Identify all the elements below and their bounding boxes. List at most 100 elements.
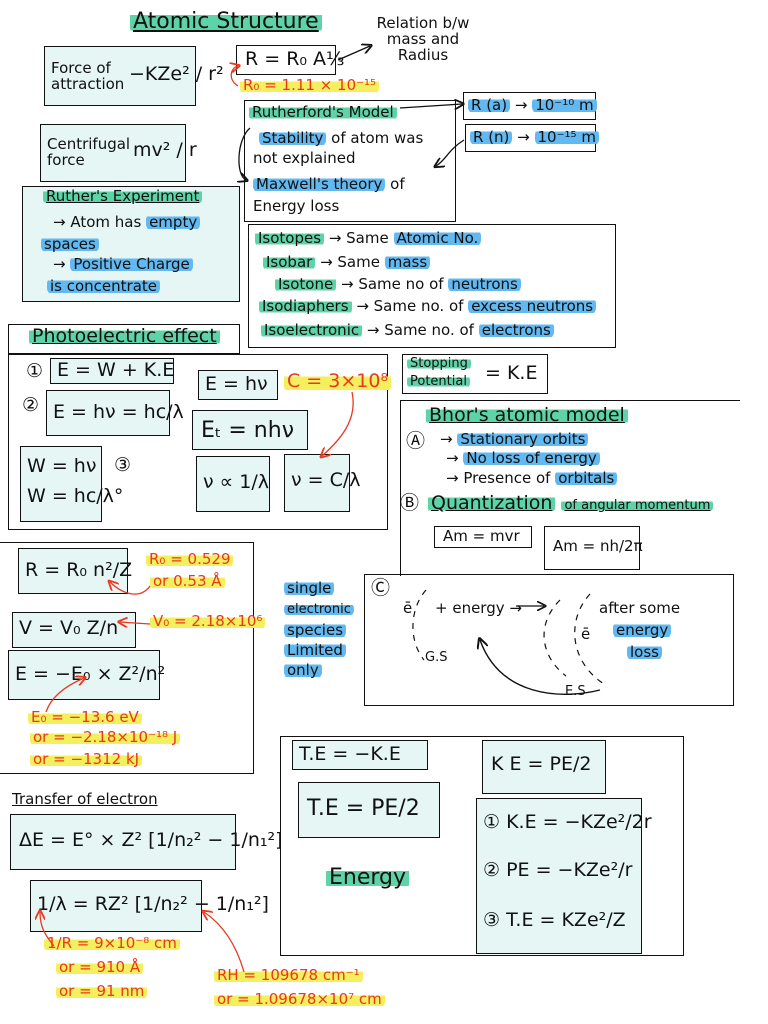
- pe-num-2: ②: [22, 394, 40, 416]
- gs-label: G.S: [425, 650, 448, 665]
- rh-arrow: [204, 912, 245, 973]
- photoelectric-box: [8, 354, 388, 530]
- bohr-box: [400, 400, 740, 576]
- am-box-2: Am = nh/2π: [544, 526, 643, 570]
- pe-formula-3b: W = hc/λ°: [27, 485, 124, 507]
- r0-constant: R₀ = 1.11 × 10⁻¹⁵: [240, 76, 380, 94]
- rn-box: R (n) → 10⁻¹⁵ m: [465, 124, 599, 152]
- rn-row: R (n) → 10⁻¹⁵ m: [470, 128, 599, 146]
- am-formula-2: Am = nh/2π: [553, 537, 643, 555]
- radius-formula: R = R₀ n²/Z: [25, 559, 133, 581]
- pe-formula-1: E = W + K.E: [57, 359, 175, 381]
- bohr-b-title: Quantization of angular momentum: [428, 492, 714, 514]
- rutherford-line-1: Stability of atom was: [259, 129, 423, 147]
- e0-or-1: or = −2.18×10⁻¹⁸ J: [30, 728, 181, 746]
- te-ke-formula: T.E = −K.E: [299, 743, 401, 765]
- rh-value: RH = 109678 cm⁻¹: [214, 966, 363, 984]
- pe-num-3: ③: [114, 454, 132, 476]
- energy-relations-box: [280, 736, 684, 956]
- r0-value: R₀ = 0.529: [146, 550, 234, 568]
- pe-formula-1-box: E = W + K.E: [50, 358, 174, 384]
- energy-item-1: ① K.E = −KZe²/2r: [483, 811, 652, 833]
- ruther-line-1: → Atom has empty: [53, 213, 201, 231]
- isotope-row-3: Isotone → Same no of neutrons: [275, 275, 521, 293]
- ruther-experiment-title: Ruther's Experiment: [43, 187, 203, 205]
- after-some-label: after some: [599, 599, 681, 617]
- rutherford-model-title: Rutherford's Model: [249, 103, 397, 121]
- relation-formula: R = R₀ A⅓: [245, 48, 345, 70]
- ke-pe-box: K E = PE/2: [482, 740, 606, 794]
- ke-pe-formula: K E = PE/2: [491, 753, 592, 775]
- pe-formula-6: ν ∝ 1/λ: [203, 471, 269, 493]
- isotope-row-1: Isotopes → Same Atomic No.: [255, 229, 482, 247]
- page-title: Atomic Structure: [130, 9, 322, 34]
- centrifugal-formula: mv² / r: [133, 139, 197, 161]
- centrifugal-box: Centrifugal force mv² / r: [40, 124, 197, 182]
- rh-value-or: or = 1.09678×10⁷ cm: [214, 990, 385, 1008]
- rutherford-line-4: Energy loss: [253, 197, 340, 215]
- bohr-a-2: → No loss of energy: [446, 449, 600, 467]
- relation-note: Relation b/w mass and Radius: [376, 14, 470, 64]
- pe-formula-7-box: ν = C/λ: [284, 454, 361, 512]
- pe-formula-2-box: E = hν = hc/λ: [46, 390, 184, 436]
- am-formula-1: Am = mvr: [443, 527, 520, 545]
- photoelectric-title: Photoelectric effect: [29, 325, 220, 347]
- energy-formula-box: E = −E₀ × Z²/n²: [8, 650, 165, 700]
- isotopes-box: Isotopes → Same Atomic No. Isobar → Same…: [248, 224, 616, 348]
- pe-formula-7: ν = C/λ: [291, 469, 361, 491]
- stopping-eq: = K.E: [485, 362, 538, 384]
- velocity-formula-box: V = V₀ Z/n: [12, 612, 136, 648]
- speed-of-light: C = 3×10⁸: [284, 370, 392, 392]
- bohr-a-1: → Stationary orbits: [440, 430, 589, 448]
- force-attraction-label: Force of attraction: [51, 59, 125, 93]
- bohr-title: Bhor's atomic model: [426, 404, 628, 426]
- transfer-formula-1: ΔE = E° × Z² [1/n₂² − 1/n₁²]: [19, 829, 283, 851]
- electron-gs: ē: [403, 599, 413, 617]
- electron-es: ē: [581, 625, 591, 643]
- rydberg-or-2: or = 91 nm: [56, 982, 148, 1000]
- pe-formula-4: E = hν: [205, 373, 268, 395]
- r0-value-or: or 0.53 Å: [150, 572, 225, 590]
- rutherford-line-2: not explained: [253, 149, 356, 167]
- transfer-formula-1-box: ΔE = E° × Z² [1/n₂² − 1/n₁²]: [10, 814, 283, 870]
- isotope-row-4: Isodiaphers → Same no. of excess neutron…: [259, 297, 597, 315]
- stopping-label-a: Stopping: [407, 356, 471, 371]
- stopping-potential-box: Stopping Potential = K.E: [402, 354, 548, 394]
- force-attraction-formula: −KZe² / r²: [129, 63, 224, 85]
- relation-formula-box: R = R₀ A⅓: [236, 45, 344, 75]
- energy-item-3: ③ T.E = KZe²/Z: [483, 909, 626, 931]
- plus-energy-label: + energy →: [435, 599, 522, 617]
- pe-formula-2: E = hν = hc/λ: [53, 401, 184, 423]
- ruther-line-3: → Positive Charge: [53, 255, 193, 273]
- rydberg-inverse: 1/R = 9×10⁻⁸ cm: [44, 934, 180, 952]
- e0-value: E₀ = −13.6 eV: [28, 708, 142, 726]
- energy-formula: E = −E₀ × Z²/n²: [15, 663, 166, 685]
- e0-or-2: or = −1312 kJ: [30, 750, 143, 768]
- force-attraction-box: Force of attraction −KZe² / r²: [44, 46, 224, 106]
- ruther-line-4: is concentrate: [47, 277, 161, 295]
- photoelectric-title-box: Photoelectric effect: [8, 324, 240, 354]
- energy-label: energy: [613, 621, 672, 639]
- velocity-formula: V = V₀ Z/n: [19, 617, 119, 639]
- energy-items-box: ① K.E = −KZe²/2r ② PE = −KZe²/r ③ T.E = …: [476, 798, 652, 954]
- centrifugal-label: Centrifugal force: [47, 135, 131, 169]
- loss-label: loss: [627, 643, 662, 661]
- te-pe-formula: T.E = PE/2: [307, 796, 420, 821]
- bohr-b-marker: Ⓑ: [400, 492, 420, 514]
- pe-num-1: ①: [26, 360, 44, 382]
- ra-row: R (a) → 10⁻¹⁰ m: [468, 96, 597, 114]
- es-label: E.S: [565, 684, 586, 699]
- transfer-formula-2: 1/λ = RZ² [1/n₂² − 1/n₁²]: [37, 893, 269, 915]
- pe-formula-3-box: W = hν W = hc/λ°: [20, 446, 123, 522]
- ruther-experiment-box: Ruther's Experiment → Atom has empty spa…: [22, 186, 240, 302]
- te-ke-box: T.E = −K.E: [292, 740, 428, 770]
- ruther-line-2: spaces: [41, 235, 99, 253]
- pe-formula-5: Eₜ = nhν: [201, 418, 294, 443]
- transfer-formula-2-box: 1/λ = RZ² [1/n₂² − 1/n₁²]: [30, 880, 269, 932]
- rydberg-or-1: or = 910 Å: [56, 958, 144, 976]
- pe-formula-5-box: Eₜ = nhν: [192, 410, 308, 450]
- stopping-label-b: Potential: [407, 374, 470, 389]
- pe-formula-6-box: ν ∝ 1/λ: [196, 456, 270, 512]
- energy-item-2: ② PE = −KZe²/r: [483, 859, 633, 881]
- energy-label: Energy: [326, 865, 410, 890]
